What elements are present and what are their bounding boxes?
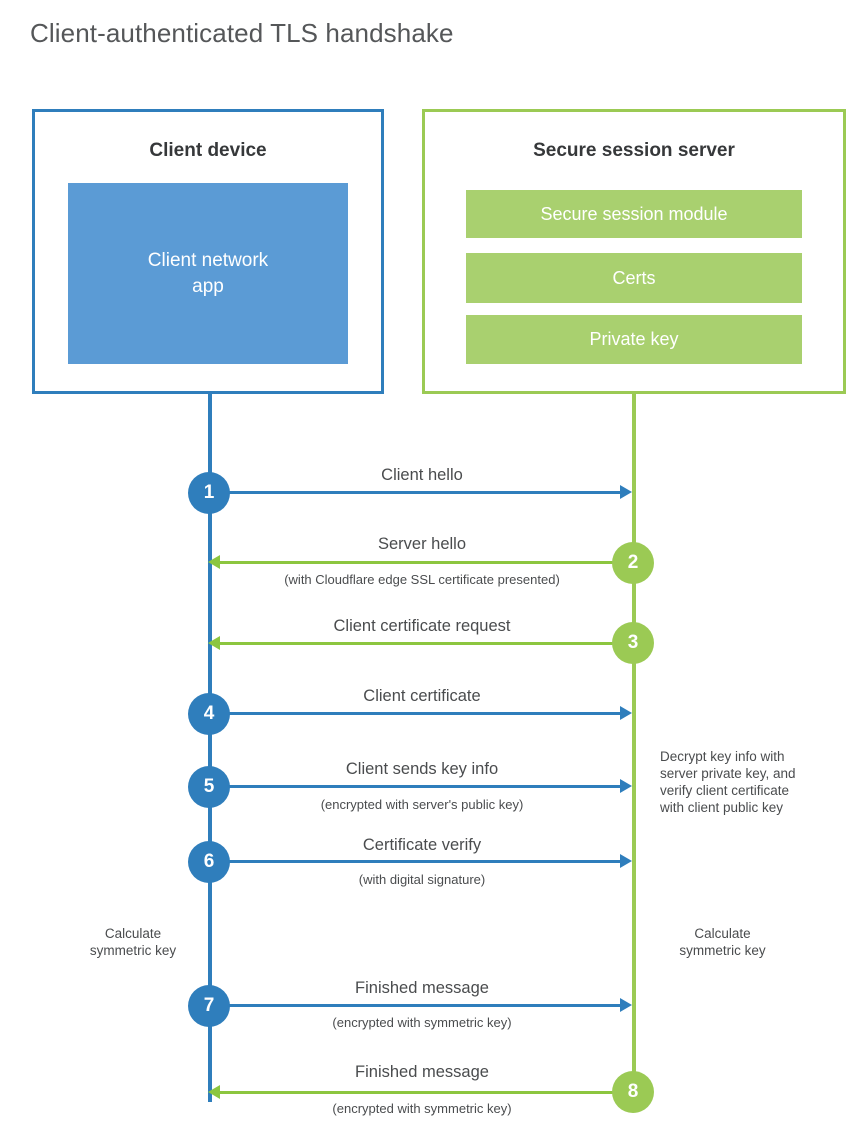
server-calculate-symmetric-key-note: Calculate symmetric key: [655, 925, 790, 959]
step-1-label: Client hello: [381, 466, 463, 484]
client-calculate-note-line2: symmetric key: [89, 943, 177, 958]
step-4-arrow-head: [620, 706, 632, 720]
step-1-circle[interactable]: 1: [188, 472, 230, 514]
step-8-label: Finished message: [355, 1063, 489, 1081]
step-7-arrow-head: [620, 998, 632, 1012]
server-bar-private-key: Private key: [466, 315, 802, 364]
step-1-arrow-head: [620, 485, 632, 499]
step-5-arrow-head: [620, 779, 632, 793]
server-decrypt-note-line3: verify client certificate: [660, 783, 790, 798]
step-5-sublabel: (encrypted with server's public key): [320, 797, 524, 812]
step-2-arrow-line: [220, 561, 634, 564]
client-app-label-line1: Client network: [147, 249, 269, 271]
server-bar-secure-session-module: Secure session module: [466, 190, 802, 238]
step-3-arrow-head: [208, 636, 220, 650]
server-decrypt-note: Decrypt key info with server private key…: [660, 748, 850, 816]
step-5-circle[interactable]: 5: [188, 766, 230, 808]
step-2-sublabel: (with Cloudflare edge SSL certificate pr…: [284, 572, 560, 587]
step-7-sublabel: (encrypted with symmetric key): [332, 1015, 512, 1030]
client-app-label-line2: app: [192, 275, 224, 297]
step-7-label: Finished message: [355, 979, 489, 997]
step-8-circle[interactable]: 8: [612, 1071, 654, 1113]
step-4-circle[interactable]: 4: [188, 693, 230, 735]
step-2-circle[interactable]: 2: [612, 542, 654, 584]
step-6-arrow-head: [620, 854, 632, 868]
step-6-sublabel: (with digital signature): [358, 872, 486, 887]
server-bar-certs: Certs: [466, 253, 802, 303]
client-calculate-symmetric-key-note: Calculate symmetric key: [58, 925, 208, 959]
client-network-app-label: Client network app: [68, 248, 348, 300]
client-device-box: Client device Client network app: [32, 109, 384, 394]
step-4-arrow-line: [210, 712, 622, 715]
step-3-circle[interactable]: 3: [612, 622, 654, 664]
step-8-sublabel: (encrypted with symmetric key): [332, 1101, 512, 1116]
step-5-label: Client sends key info: [345, 760, 499, 778]
server-decrypt-note-line4: with client public key: [660, 800, 784, 815]
step-3-label: Client certificate request: [333, 617, 511, 635]
server-calculate-note-line1: Calculate: [694, 926, 751, 941]
client-device-title: Client device: [149, 140, 267, 161]
step-8-arrow-line: [220, 1091, 634, 1094]
step-2-label: Server hello: [377, 535, 467, 553]
server-calculate-note-line2: symmetric key: [679, 943, 766, 958]
step-1-arrow-line: [210, 491, 622, 494]
server-lifeline: [632, 394, 636, 1094]
step-8-arrow-head: [208, 1085, 220, 1099]
step-6-circle[interactable]: 6: [188, 841, 230, 883]
step-5-arrow-line: [210, 785, 622, 788]
step-6-arrow-line: [210, 860, 622, 863]
step-7-circle[interactable]: 7: [188, 985, 230, 1027]
step-6-label: Certificate verify: [362, 836, 482, 854]
client-calculate-note-line1: Calculate: [104, 926, 162, 941]
page-title: Client-authenticated TLS handshake: [30, 18, 454, 48]
step-3-arrow-line: [220, 642, 634, 645]
secure-session-server-title: Secure session server: [533, 140, 735, 161]
secure-session-server-box: Secure session server Secure session mod…: [422, 109, 846, 394]
step-2-arrow-head: [208, 555, 220, 569]
step-4-label: Client certificate: [363, 687, 481, 705]
step-7-arrow-line: [210, 1004, 622, 1007]
client-network-app-block: Client network app: [68, 183, 348, 364]
server-decrypt-note-line2: server private key, and: [660, 766, 796, 781]
client-lifeline: [208, 394, 212, 1102]
server-decrypt-note-line1: Decrypt key info with: [660, 749, 785, 764]
